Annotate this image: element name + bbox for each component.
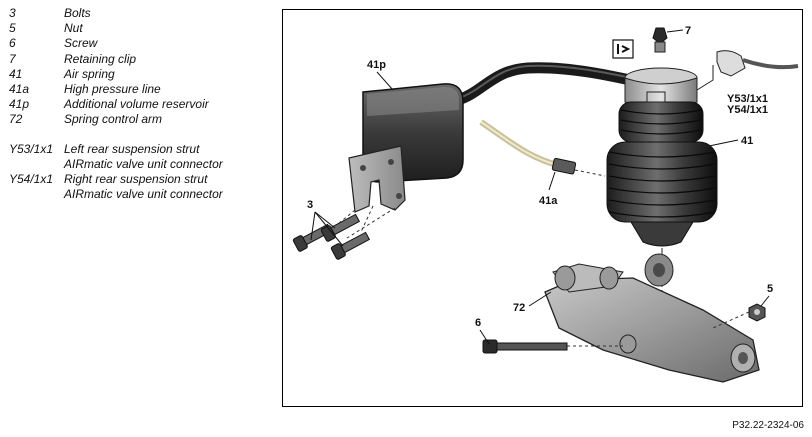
legend-item-3: 3 Bolts <box>9 6 271 21</box>
legend-code: 72 <box>9 112 23 127</box>
bolts <box>292 213 371 260</box>
nut <box>712 303 766 329</box>
callout-72: 72 <box>513 302 525 314</box>
air-spring <box>606 67 718 332</box>
legend-desc: Air spring <box>64 66 115 81</box>
legend-item-72: 72 Spring control arm <box>9 112 271 127</box>
mounting-bracket <box>348 145 406 213</box>
legend-item-5: 5 Nut <box>9 21 271 36</box>
legend-desc: Right rear suspension strut <box>64 172 208 187</box>
diagram-frame: 7 41p Y53/1x1 Y54/1x1 41 41a 3 72 5 6 <box>282 9 803 407</box>
callout-y53: Y53/1x1 <box>727 93 768 105</box>
legend-code: 3 <box>9 6 16 20</box>
parts-legend: 3 Bolts 5 Nut 6 Screw 7 Retaining clip 4… <box>9 6 271 202</box>
retaining-clip <box>652 27 668 53</box>
screw <box>482 339 623 354</box>
valve-connector <box>612 39 799 103</box>
legend-code: 41 <box>9 66 23 81</box>
legend-item-41: 41 Air spring <box>9 67 271 82</box>
suspension-diagram: 7 41p Y53/1x1 Y54/1x1 41 41a 3 72 5 6 <box>292 25 799 383</box>
callout-6: 6 <box>475 317 481 329</box>
spring-control-arm <box>544 253 760 383</box>
connecting-hose <box>452 62 654 106</box>
callout-41a: 41a <box>539 195 558 207</box>
callout-y54: Y54/1x1 <box>727 104 768 116</box>
legend-desc: AIRmatic valve unit connector <box>64 156 223 171</box>
legend-item-41p: 41p Additional volume reservoir <box>9 97 271 112</box>
figure-id: P32.22-2324-06 <box>732 420 804 431</box>
callout-3: 3 <box>307 199 313 211</box>
legend-code: 6 <box>9 36 16 51</box>
legend-desc: AIRmatic valve unit connector <box>64 187 223 202</box>
legend-desc: Nut <box>64 21 83 36</box>
legend-desc: Spring control arm <box>64 112 163 127</box>
legend-item-41a: 41a High pressure line <box>9 82 271 97</box>
legend-code: 5 <box>9 21 16 36</box>
legend-desc: Retaining clip <box>64 51 137 66</box>
legend-desc: Screw <box>64 36 98 51</box>
legend-code: Y53/1x1 <box>9 141 54 156</box>
callout-41p: 41p <box>367 59 386 71</box>
legend-desc: Additional volume reservoir <box>64 97 209 112</box>
callout-7: 7 <box>685 25 691 37</box>
legend-item-7: 7 Retaining clip <box>9 52 271 67</box>
legend-desc: Left rear suspension strut <box>64 141 200 156</box>
legend-code: Y54/1x1 <box>9 172 54 187</box>
callout-41: 41 <box>741 135 753 147</box>
legend-connector-y53: Y53/1x1 Left rear suspension strut AIRma… <box>9 142 271 172</box>
callout-5: 5 <box>767 283 773 295</box>
legend-code: 41p <box>9 97 30 112</box>
legend-connector-y54: Y54/1x1 Right rear suspension strut AIRm… <box>9 172 271 202</box>
legend-code: 41a <box>9 82 30 97</box>
legend-item-6: 6 Screw <box>9 36 271 51</box>
legend-code: 7 <box>9 51 16 66</box>
legend-desc: High pressure line <box>64 82 161 97</box>
high-pressure-line <box>479 119 606 177</box>
legend-desc: Bolts <box>64 6 91 20</box>
